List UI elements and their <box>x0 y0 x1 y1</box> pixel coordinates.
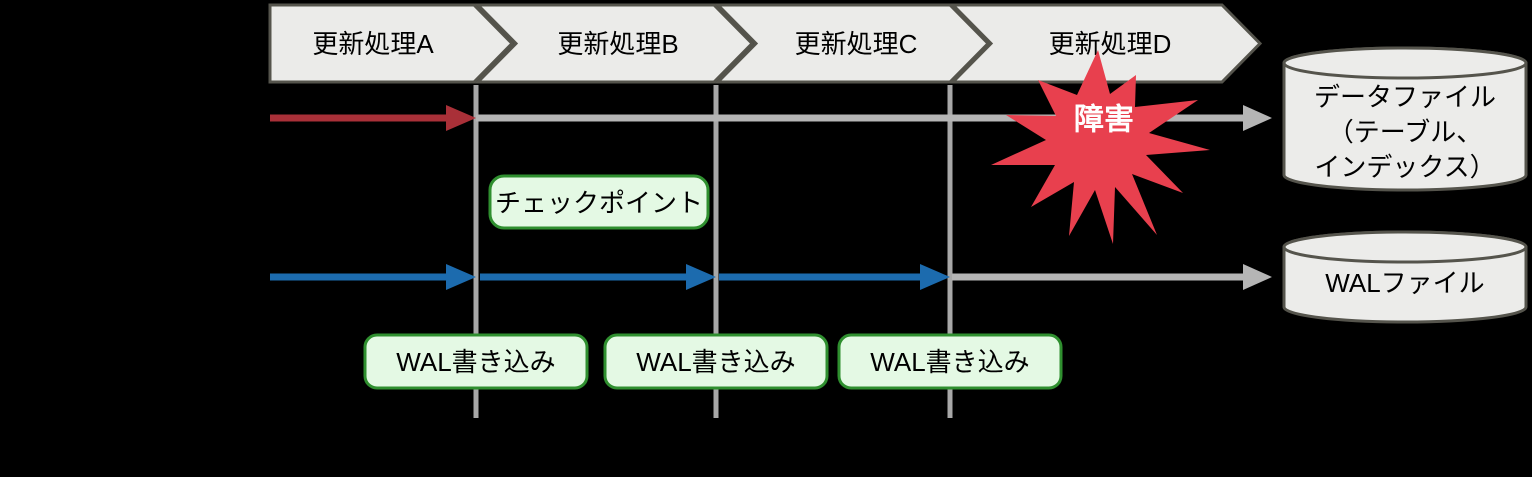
wal-write-box-2-shape <box>603 333 829 390</box>
chevron-shape-a <box>268 3 515 84</box>
checkpoint-box-shape <box>488 174 710 230</box>
wal-write-box-3-shape <box>837 333 1063 390</box>
wal-write-box-2-label: WAL書き込み <box>636 347 795 377</box>
failure-label: 障害 <box>1074 103 1134 137</box>
process-chevron-a: 更新処理A <box>268 3 515 84</box>
chevron-shape-b <box>474 3 755 84</box>
process-chevron-b: 更新処理B <box>474 3 755 84</box>
wal-timeline-arrowhead-icon <box>1243 264 1272 290</box>
wal-write-box-1-shape <box>363 333 589 390</box>
wal-file-label: WALファイル <box>1325 268 1484 298</box>
wal-file-cylinder-top <box>1282 230 1528 264</box>
data-file-cylinder-top <box>1282 46 1528 80</box>
checkpoint-label: チェックポイント <box>495 188 703 218</box>
data-timeline-arrowhead-icon <box>1243 105 1272 131</box>
failure-burst-shape <box>991 50 1210 244</box>
data-file-cylinder: データファイル （テーブル、 インデックス） <box>1282 46 1528 192</box>
data-write-red-arrowhead-icon <box>446 105 476 131</box>
wal-write-box-3-label: WAL書き込み <box>870 347 1029 377</box>
chevron-label-a: 更新処理A <box>312 29 434 59</box>
chevron-shape-d <box>949 3 1263 84</box>
wal-write-arrowhead-3-icon <box>920 264 950 290</box>
chevron-shape-c <box>714 3 991 84</box>
process-chevron-d: 更新処理D <box>949 3 1263 84</box>
wal-timeline <box>270 264 1272 290</box>
failure-burst: 障害 <box>991 50 1210 244</box>
wal-write-box-1-label: WAL書き込み <box>396 347 555 377</box>
wal-write-box-2: WAL書き込み <box>603 333 829 390</box>
wal-write-arrowhead-1-icon <box>446 264 476 290</box>
chevron-label-b: 更新処理B <box>557 29 678 59</box>
wal-write-arrowhead-2-icon <box>686 264 716 290</box>
data-file-label-line1: データファイル <box>1314 82 1496 112</box>
wal-file-cylinder: WALファイル <box>1282 230 1528 324</box>
checkpoint-box: チェックポイント <box>488 174 710 230</box>
process-chevron-c: 更新処理C <box>714 3 991 84</box>
wal-write-box-1: WAL書き込み <box>363 333 589 390</box>
wal-write-box-3: WAL書き込み <box>837 333 1063 390</box>
data-file-label-line2: （テーブル、 <box>1328 117 1482 147</box>
data-file-label-line3: インデックス） <box>1314 152 1495 182</box>
chevron-label-d: 更新処理D <box>1049 29 1172 59</box>
chevron-label-c: 更新処理C <box>795 29 918 59</box>
